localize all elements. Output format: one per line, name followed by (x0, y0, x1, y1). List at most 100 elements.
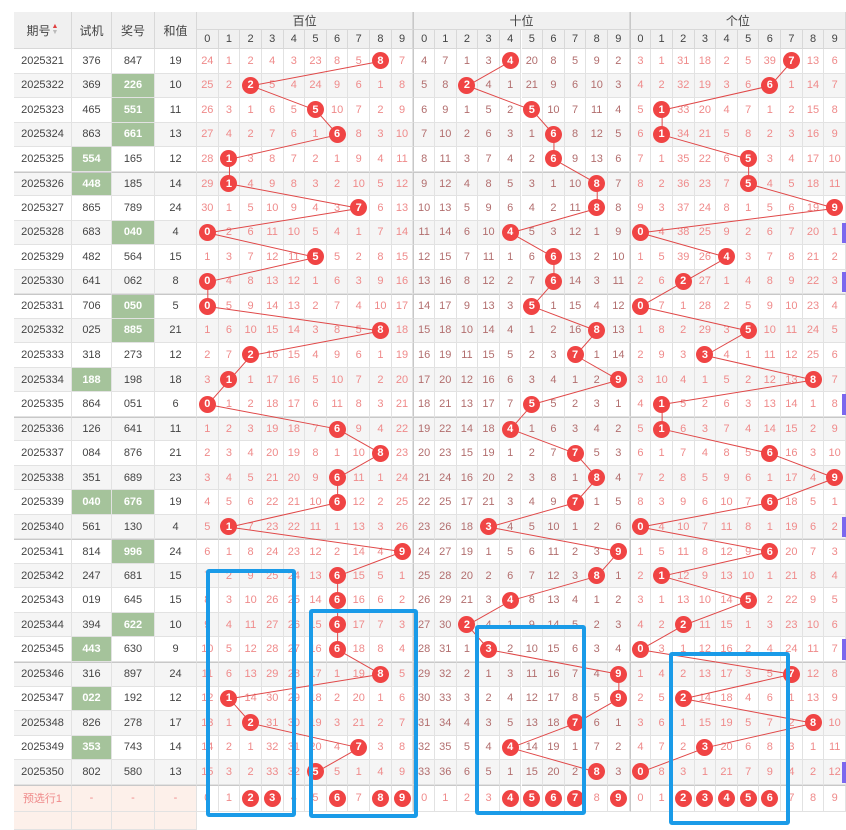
preselect-digit[interactable]: 7 (348, 784, 371, 812)
selected-digit-ball[interactable]: 9 (609, 789, 627, 807)
row-draw-number: 897 (112, 662, 155, 687)
preselect-digit[interactable]: 8 (802, 784, 825, 812)
hit-ball: 6 (761, 543, 779, 561)
row-period: 2025337 (14, 441, 72, 466)
omission-cell: 7 (672, 441, 695, 466)
hit-cell: 6 (543, 269, 565, 295)
selected-digit-ball[interactable]: 6 (761, 789, 779, 807)
hit-cell: 4 (716, 245, 738, 270)
omission-cell: 1 (564, 367, 587, 393)
preselect-digit[interactable]: 1 (434, 784, 457, 812)
omission-cell: 8 (283, 171, 306, 197)
omission-cell: 25 (197, 73, 219, 99)
omission-cell: 17 (802, 147, 825, 172)
preselect-digit[interactable]: 2 (672, 784, 695, 812)
header-period[interactable]: 期号▲▼ (14, 12, 72, 49)
preselect-digit[interactable]: 0 (413, 784, 435, 812)
omission-cell: 4 (456, 171, 479, 197)
preselect-digit[interactable]: 8 (586, 784, 609, 812)
omission-cell: 8 (348, 122, 371, 148)
hit-ball: 6 (328, 591, 346, 609)
header-digit: 1 (434, 30, 457, 49)
preselect-digit[interactable]: 5 (737, 784, 760, 812)
preselect-digit[interactable]: 5 (305, 784, 327, 812)
preselect-digit[interactable]: 9 (391, 784, 414, 812)
omission-cell: 2 (759, 122, 782, 148)
omission-cell: 2 (586, 514, 609, 540)
preselect-digit[interactable]: 2 (240, 784, 262, 812)
preselect-digit[interactable]: 6 (326, 784, 349, 812)
row-period: 2025322 (14, 73, 72, 99)
omission-cell: 1 (651, 147, 673, 172)
omission-cell: 2 (240, 392, 262, 417)
selected-digit-ball[interactable]: 2 (674, 789, 692, 807)
omission-cell: 1 (759, 514, 782, 540)
selected-digit-ball[interactable]: 5 (739, 789, 757, 807)
hit-cell: 6 (543, 122, 565, 148)
row-draw-number: 130 (112, 514, 155, 540)
omission-cell: 20 (283, 465, 306, 491)
preselect-digit[interactable]: 7 (781, 784, 803, 812)
omission-cell: 2 (218, 220, 241, 246)
hit-cell: 5 (737, 318, 760, 344)
preselect-digit[interactable]: 3 (261, 784, 284, 812)
omission-cell: 21 (521, 73, 544, 99)
omission-cell: 10 (608, 245, 630, 270)
omission-cell: 1 (824, 490, 846, 515)
omission-cell: 12 (456, 367, 479, 393)
hit-ball: 4 (501, 420, 519, 438)
selected-digit-ball[interactable]: 3 (696, 789, 714, 807)
header-digit: 9 (824, 30, 846, 49)
omission-cell: 16 (478, 367, 500, 393)
omission-cell: 21 (802, 245, 825, 270)
omission-cell: 29 (197, 171, 219, 197)
omission-cell: 11 (564, 196, 587, 221)
selected-digit-ball[interactable]: 4 (718, 789, 735, 807)
omission-cell: 5 (781, 171, 803, 197)
preselect-digit[interactable]: 4 (716, 784, 738, 812)
selected-digit-ball[interactable]: 6 (328, 789, 346, 807)
omission-cell: 23 (802, 294, 825, 319)
omission-cell: 12 (781, 343, 803, 368)
omission-cell: 4 (499, 318, 522, 344)
header-digit: 0 (629, 30, 652, 49)
omission-cell: 2 (305, 147, 327, 172)
selected-digit-ball[interactable]: 8 (371, 789, 389, 807)
row-sum: 12 (155, 343, 197, 368)
omission-cell: 8 (651, 318, 673, 344)
selected-digit-ball[interactable]: 5 (523, 789, 541, 807)
header-digit: 3 (261, 30, 284, 49)
omission-cell: 2 (608, 416, 630, 442)
omission-cell: 4 (370, 760, 392, 785)
sort-icon[interactable]: ▲▼ (51, 23, 59, 36)
omission-cell: 6 (629, 441, 652, 466)
omission-cell: 5 (629, 416, 652, 442)
hit-ball: 0 (631, 297, 649, 315)
selected-digit-ball[interactable]: 6 (544, 789, 562, 807)
omission-cell: 3 (737, 392, 760, 417)
preselect-digit[interactable]: 0 (629, 784, 652, 812)
selected-digit-ball[interactable]: 2 (242, 789, 260, 807)
omission-cell: 30 (197, 196, 219, 221)
selected-digit-ball[interactable]: 4 (501, 789, 519, 807)
omission-cell: 10 (240, 318, 262, 344)
preselect-digit[interactable]: 1 (218, 784, 241, 812)
omission-cell: 1 (218, 539, 241, 564)
selected-digit-ball[interactable]: 7 (566, 789, 584, 807)
selected-digit-ball[interactable]: 3 (263, 789, 281, 807)
selected-digit-ball[interactable]: 9 (393, 789, 411, 807)
hit-cell: 3 (694, 343, 717, 368)
omission-cell: 1 (197, 318, 219, 344)
preselect-digit[interactable]: 3 (694, 784, 717, 812)
preselect-label: 预选行1 (14, 784, 72, 812)
preselect-digit[interactable]: 9 (824, 784, 846, 812)
row-draw-number: 630 (112, 637, 155, 662)
row-period: 2025349 (14, 735, 72, 761)
preselect-digit[interactable]: 9 (608, 784, 630, 812)
hit-ball: 8 (588, 321, 606, 339)
omission-cell: 7 (694, 514, 717, 540)
omission-cell: 12 (413, 245, 435, 270)
preselect-digit[interactable]: 6 (759, 784, 782, 812)
omission-cell: 5 (564, 49, 587, 74)
preselect-digit[interactable]: 8 (370, 784, 392, 812)
